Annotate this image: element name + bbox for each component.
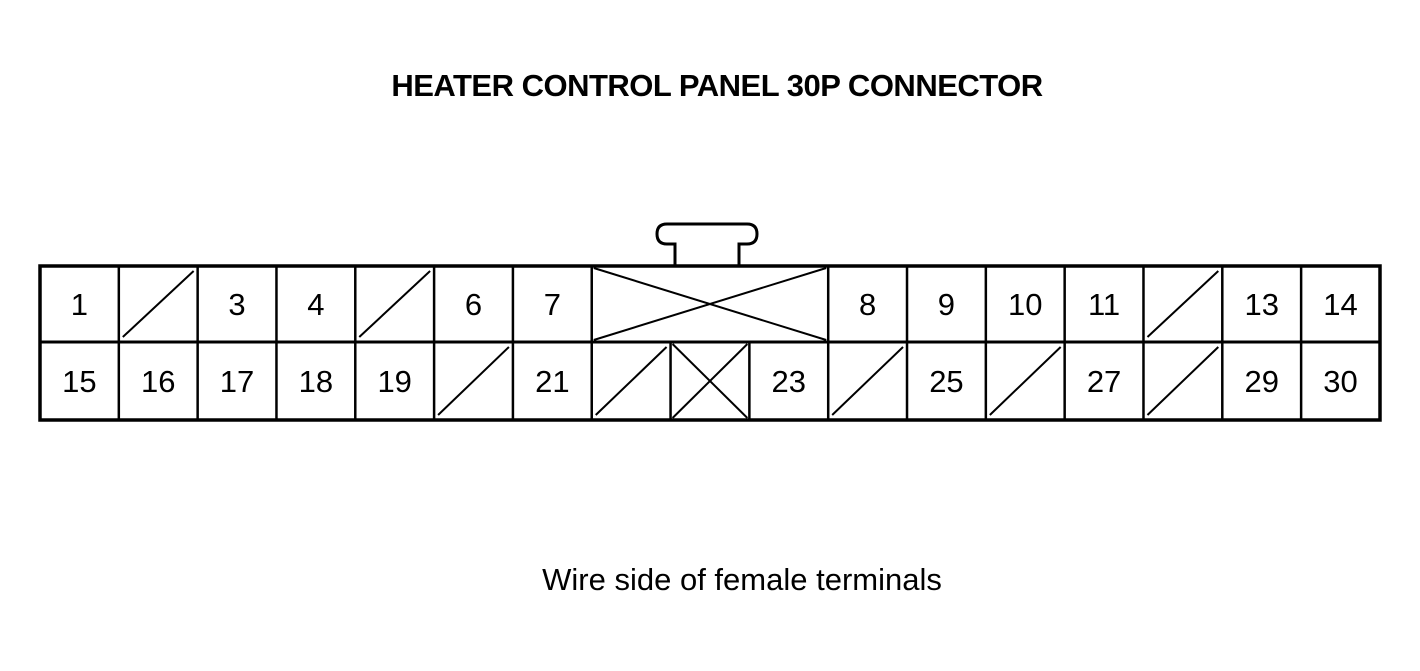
- terminal-number-15: 15: [62, 364, 96, 399]
- blank-cavity-slash: [1146, 270, 1219, 338]
- blank-cavity-slash: [989, 346, 1062, 416]
- terminal-number-29: 29: [1244, 364, 1278, 399]
- terminal-number-18: 18: [299, 364, 333, 399]
- diagram-title: HEATER CONTROL PANEL 30P CONNECTOR: [391, 68, 1043, 103]
- blank-cavity-cross: [593, 267, 827, 341]
- blank-cavity-slash: [831, 346, 904, 416]
- terminal-number-10: 10: [1008, 287, 1042, 322]
- blank-cavity-slash: [437, 346, 510, 416]
- connector-lock-tab: [655, 222, 759, 266]
- terminal-number-27: 27: [1087, 364, 1121, 399]
- terminal-number-11: 11: [1088, 287, 1120, 322]
- blank-cavity-slash: [358, 270, 431, 338]
- terminal-number-16: 16: [141, 364, 175, 399]
- terminal-number-23: 23: [772, 364, 806, 399]
- terminal-number-13: 13: [1244, 287, 1278, 322]
- blank-cavity-cross: [671, 343, 749, 419]
- terminal-number-9: 9: [938, 287, 955, 322]
- terminal-number-21: 21: [535, 364, 569, 399]
- terminal-number-17: 17: [220, 364, 254, 399]
- terminal-number-30: 30: [1323, 364, 1357, 399]
- terminal-number-3: 3: [228, 287, 245, 322]
- blank-cavity-slash: [595, 346, 668, 416]
- terminal-number-6: 6: [465, 287, 482, 322]
- terminal-number-7: 7: [544, 287, 561, 322]
- terminal-number-14: 14: [1323, 287, 1357, 322]
- diagram-caption: Wire side of female terminals: [542, 562, 942, 597]
- terminal-number-25: 25: [929, 364, 963, 399]
- blank-cavity-slash: [122, 270, 195, 338]
- terminal-number-1: 1: [71, 287, 88, 322]
- terminal-number-8: 8: [859, 287, 876, 322]
- terminal-number-4: 4: [307, 287, 324, 322]
- blank-cavity-slash: [1146, 346, 1219, 416]
- terminal-number-19: 19: [377, 364, 411, 399]
